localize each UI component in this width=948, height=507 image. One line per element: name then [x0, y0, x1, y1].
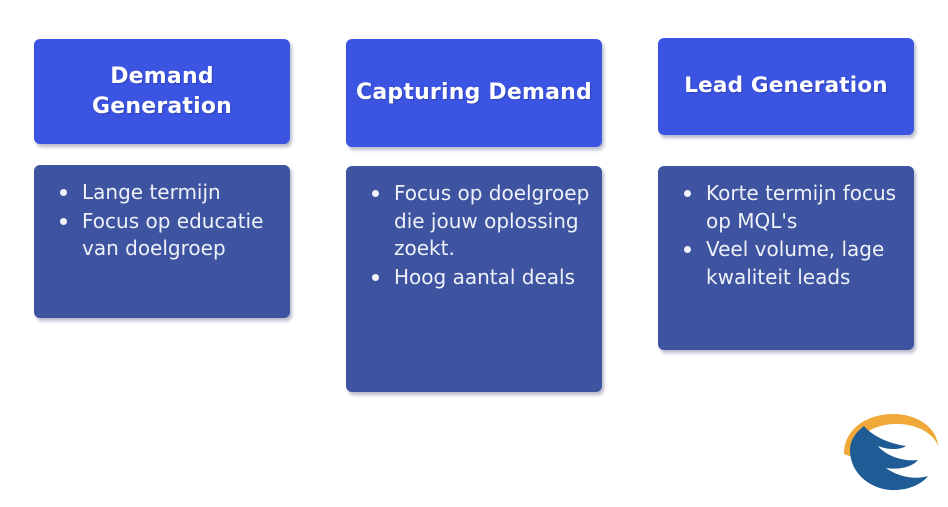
header-box-3[interactable]: Lead Generation — [658, 38, 914, 135]
list-item: Focus op doelgroep die jouw oplossing zo… — [358, 180, 592, 263]
bullet-text: Lange termijn — [82, 180, 221, 204]
list-item: Focus op educatie van doelgroep — [46, 208, 280, 263]
bullet-text: Korte termijn focus op MQL's — [706, 181, 897, 233]
list-item: Hoog aantal deals — [358, 264, 592, 292]
body-box-1[interactable]: Lange termijn Focus op educatie van doel… — [34, 165, 290, 318]
column-title-3: Lead Generation — [684, 73, 888, 99]
bullet-dot-icon — [684, 190, 691, 197]
column-title-1: Demand Generation — [91, 64, 233, 119]
bullet-text: Veel volume, lage kwaliteit leads — [706, 237, 885, 289]
column-title-2: Capturing Demand — [356, 80, 592, 106]
bullet-text: Focus op educatie van doelgroep — [82, 208, 264, 261]
bullet-dot-icon — [60, 189, 67, 196]
column-capturing-demand: Capturing Demand Focus op doelgroep die … — [346, 0, 602, 507]
list-item: Veel volume, lage kwaliteit leads — [670, 236, 904, 291]
column-lead-generation: Lead Generation Korte termijn focus op M… — [658, 0, 914, 507]
column-demand-generation: Demand Generation Lange termijn Focus op… — [34, 0, 290, 507]
list-item: Lange termijn — [46, 179, 280, 207]
bullet-dot-icon — [372, 190, 379, 197]
bullet-list-3: Korte termijn focus op MQL's Veel volume… — [670, 180, 904, 291]
header-box-1[interactable]: Demand Generation — [34, 39, 290, 144]
body-box-2[interactable]: Focus op doelgroep die jouw oplossing zo… — [346, 166, 602, 392]
logo-swoosh-shape — [850, 426, 928, 491]
header-box-2[interactable]: Capturing Demand — [346, 39, 602, 147]
bullet-list-1: Lange termijn Focus op educatie van doel… — [46, 179, 280, 263]
brand-logo-icon — [838, 410, 940, 498]
bullet-list-2: Focus op doelgroep die jouw oplossing zo… — [358, 180, 592, 291]
bullet-dot-icon — [60, 217, 67, 225]
bullet-text: Hoog aantal deals — [394, 264, 575, 289]
bullet-text: Focus op doelgroep die jouw oplossing zo… — [394, 181, 590, 261]
list-item: Korte termijn focus op MQL's — [670, 180, 904, 235]
bullet-dot-icon — [684, 246, 691, 254]
bullet-dot-icon — [372, 273, 379, 281]
logo-arc-shape — [844, 414, 938, 457]
body-box-3[interactable]: Korte termijn focus op MQL's Veel volume… — [658, 166, 914, 350]
